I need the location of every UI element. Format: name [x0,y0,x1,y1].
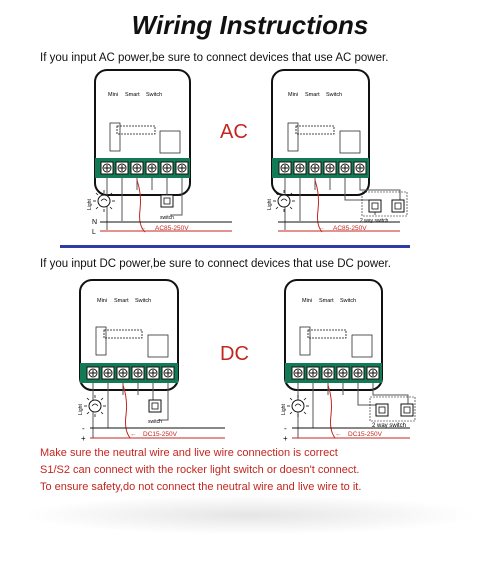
note-1: Make sure the neutral wire and live wire… [40,447,338,459]
dc-voltage-right: DC15-250V [348,431,383,438]
switch-label-ac-left: switch [160,215,174,221]
ac-voltage-right: AC85-250V [333,225,367,232]
module-label-mini-3: Mini [97,298,107,304]
svg-text:←: ← [318,225,325,232]
dc-plus-label: + [81,434,86,443]
ac-n-label: N [92,219,97,226]
ac-intro-text: If you input AC power,be sure to connect… [40,52,389,64]
ac-module-two-way: Mini Smart Switch Light 2 way switch ← A… [267,69,408,233]
dc-plus-label-2: + [283,434,288,443]
module-label-switch-4: Switch [340,298,356,304]
dc-minus-label-2: - [284,424,287,433]
module-label-switch: Switch [146,92,162,98]
dc-minus-label: - [82,424,85,433]
svg-text:←: ← [130,431,137,438]
dc-label: DC [220,343,249,365]
light-label-ac-left: Light [87,199,93,210]
two-way-label-ac: 2 way switch [360,218,389,224]
svg-text:←: ← [140,225,147,232]
module-label-switch-3: Switch [135,298,151,304]
module-label-smart-2: Smart [305,92,320,98]
section-divider [60,245,410,248]
ac-l-label: L [92,229,96,236]
module-label-mini-4: Mini [302,298,312,304]
module-label-smart-3: Smart [114,298,129,304]
switch-label-dc-left: switch [148,419,162,425]
svg-text:←: ← [335,431,342,438]
note-3: To ensure safety,do not connect the neut… [40,481,362,493]
dc-intro-text: If you input DC power,be sure to connect… [40,258,391,270]
light-label-dc-right: Light [281,404,287,415]
light-label-dc-left: Light [78,404,84,415]
two-way-label-dc: 2 way switch [372,423,406,429]
module-label-mini-2: Mini [288,92,298,98]
dc-module-single: Mini Smart Switch Light switch - + ← DC1… [78,279,225,443]
module-label-smart: Smart [125,92,140,98]
dc-module-two-way: Mini Smart Switch Light 2 way switch - +… [281,279,416,443]
ac-label: AC [220,121,248,143]
notes-shadow [20,495,480,535]
module-label-mini: Mini [108,92,118,98]
note-2: S1/S2 can connect with the rocker light … [40,464,360,476]
module-label-switch-2: Switch [326,92,342,98]
dc-voltage-left: DC15-250V [143,431,178,438]
page-title: Wiring Instructions [131,10,369,40]
ac-module-single: Mini Smart Switch Light switch N L ← AC8… [87,69,232,236]
light-label-ac-right: Light [267,199,273,210]
module-label-smart-4: Smart [319,298,334,304]
ac-voltage-left: AC85-250V [155,225,189,232]
